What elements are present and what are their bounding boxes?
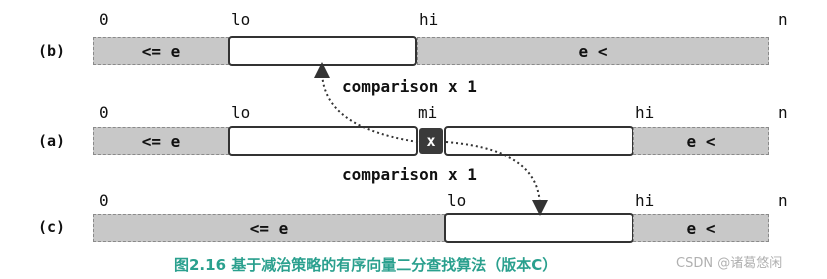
row-b-search-range bbox=[228, 36, 417, 66]
row-a-right-range bbox=[444, 126, 634, 156]
row-a-index-hi: hi bbox=[635, 103, 655, 122]
row-c-right-segment: e < bbox=[633, 214, 769, 242]
row-a-left-range bbox=[228, 126, 418, 156]
row-a-left-segment: <= e bbox=[93, 127, 229, 155]
row-a-label: (a) bbox=[38, 132, 66, 150]
row-a-x-cell: x bbox=[419, 128, 443, 154]
row-b-left-text: <= e bbox=[141, 41, 181, 61]
row-a-right-segment: e < bbox=[633, 127, 769, 155]
row-a-left-text: <= e bbox=[141, 131, 181, 151]
row-b-index-0: 0 bbox=[99, 10, 109, 29]
row-b-index-lo: lo bbox=[231, 10, 251, 29]
comparison-upper: comparison x 1 bbox=[342, 77, 477, 96]
row-b-label: (b) bbox=[38, 42, 66, 60]
row-a-index-0: 0 bbox=[99, 103, 109, 122]
row-a-x-text: x bbox=[426, 132, 436, 150]
comparison-lower: comparison x 1 bbox=[342, 165, 477, 184]
row-c-index-hi: hi bbox=[635, 191, 655, 210]
row-a-index-mi: mi bbox=[418, 103, 438, 122]
row-b-index-n: n bbox=[778, 10, 788, 29]
row-b-left-segment: <= e bbox=[93, 37, 229, 65]
row-c-index-n: n bbox=[778, 191, 788, 210]
row-c-index-0: 0 bbox=[99, 191, 109, 210]
arrow-to-row-b bbox=[314, 62, 419, 143]
arrow-to-row-c bbox=[445, 141, 548, 216]
row-a-right-text: e < bbox=[686, 131, 716, 151]
watermark: CSDN @诸葛悠闲 bbox=[676, 256, 783, 271]
row-c-label: (c) bbox=[38, 218, 66, 236]
row-a-index-lo: lo bbox=[231, 103, 251, 122]
row-c-left-segment: <= e bbox=[93, 214, 445, 242]
row-b-right-segment: e < bbox=[417, 37, 769, 65]
row-b-index-hi: hi bbox=[419, 10, 439, 29]
row-c-left-text: <= e bbox=[249, 218, 289, 238]
row-c-index-lo: lo bbox=[447, 191, 467, 210]
figure-caption: 图2.16 基于减治策略的有序向量二分查找算法（版本C） bbox=[174, 256, 558, 274]
row-c-right-text: e < bbox=[686, 218, 716, 238]
row-a-index-n: n bbox=[778, 103, 788, 122]
row-b-right-text: e < bbox=[578, 41, 608, 61]
